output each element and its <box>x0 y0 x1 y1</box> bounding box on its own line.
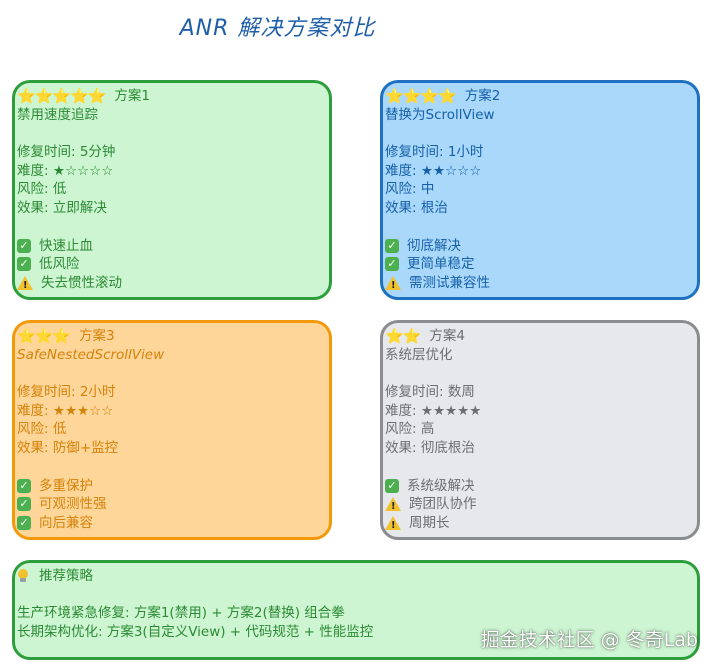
warning-icon <box>385 275 401 296</box>
plan-header: ⭐⭐⭐⭐⭐ 方案1 <box>17 87 329 106</box>
point-text: 向后兼容 <box>39 514 93 531</box>
difficulty-stars: ★★★☆☆ <box>52 402 114 419</box>
point-text: 快速止血 <box>39 237 93 254</box>
point-text: 可观测性强 <box>39 496 107 513</box>
point-text: 失去惯性滚动 <box>41 274 122 291</box>
point-text: 周期长 <box>409 514 450 531</box>
plan-point: 需测试兼容性 <box>385 274 697 296</box>
plan-risk: 风险: 低 <box>17 421 67 438</box>
plan-name: 禁用速度追踪 <box>17 106 98 123</box>
plan-card-1: ⭐⭐⭐⭐⭐ 方案1 禁用速度追踪 修复时间: 5分钟 难度: ★☆☆☆☆ 风险:… <box>12 80 332 300</box>
plan-card-3: ⭐⭐⭐ 方案3 SafeNestedScrollView 修复时间: 2小时 难… <box>12 320 332 540</box>
warning-icon <box>385 515 401 536</box>
plan-label: 方案4 <box>429 328 465 344</box>
recommend-heading: 推荐策略 <box>39 568 93 584</box>
plan-point: ✓ 向后兼容 <box>17 514 329 533</box>
plan-label: 方案3 <box>79 328 115 344</box>
rating-stars-icon: ⭐⭐⭐⭐⭐ <box>17 87 106 105</box>
rating-stars-icon: ⭐⭐ <box>385 327 421 345</box>
plan-name: 替换为ScrollView <box>385 106 495 123</box>
check-icon: ✓ <box>385 257 399 272</box>
point-text: 彻底解决 <box>407 237 461 254</box>
plan-effect: 效果: 根治 <box>385 200 448 217</box>
point-text: 低风险 <box>39 256 80 273</box>
plan-risk: 风险: 高 <box>385 421 435 438</box>
plan-header: ⭐⭐⭐ 方案3 <box>17 327 329 346</box>
watermark: 掘金技术社区 @ 冬奇Lab <box>480 629 698 651</box>
plan-point: ✓ 彻底解决 <box>385 237 697 256</box>
recommend-header: 推荐策略 <box>17 567 697 586</box>
rating-stars-icon: ⭐⭐⭐⭐ <box>385 87 457 105</box>
plan-header: ⭐⭐⭐⭐ 方案2 <box>385 87 697 106</box>
plan-label: 方案2 <box>464 88 501 104</box>
lightbulb-icon <box>17 569 29 583</box>
check-icon: ✓ <box>385 478 399 493</box>
plan-card-2: ⭐⭐⭐⭐ 方案2 替换为ScrollView 修复时间: 1小时 难度: ★★☆… <box>380 80 700 300</box>
difficulty-label: 难度: <box>17 162 53 179</box>
plan-difficulty: 难度: ★★★★★ <box>385 402 697 421</box>
plan-point: ✓ 快速止血 <box>17 237 329 256</box>
check-icon: ✓ <box>17 257 31 272</box>
recommend-line-2: 长期架构优化: 方案3(自定义View) + 代码规范 + 性能监控 <box>17 624 374 641</box>
plan-header: ⭐⭐ 方案4 <box>385 327 697 346</box>
plan-name: 系统层优化 <box>385 346 453 363</box>
difficulty-label: 难度: <box>17 402 53 419</box>
difficulty-label: 难度: <box>385 402 421 419</box>
rating-stars-icon: ⭐⭐⭐ <box>17 327 71 345</box>
plan-effect: 效果: 彻底根治 <box>385 440 475 457</box>
plan-point: 失去惯性滚动 <box>17 274 329 296</box>
plan-time: 修复时间: 数周 <box>385 384 475 401</box>
plan-time: 修复时间: 2小时 <box>17 384 116 401</box>
point-text: 多重保护 <box>39 477 93 494</box>
point-text: 更简单稳定 <box>407 256 475 273</box>
point-text: 需测试兼容性 <box>409 274 490 291</box>
plan-point: 跨团队协作 <box>385 495 697 517</box>
plan-difficulty: 难度: ★★☆☆☆ <box>385 162 697 181</box>
plan-difficulty: 难度: ★☆☆☆☆ <box>17 162 329 181</box>
check-icon: ✓ <box>17 238 31 253</box>
plan-risk: 风险: 低 <box>17 181 67 198</box>
warning-icon <box>17 275 33 296</box>
plan-time: 修复时间: 1小时 <box>385 144 484 161</box>
plan-point: ✓ 系统级解决 <box>385 477 697 496</box>
page-title: ANR 解决方案对比 <box>179 16 376 41</box>
check-icon: ✓ <box>17 515 31 530</box>
plan-point: ✓ 低风险 <box>17 255 329 274</box>
plan-point: ✓ 多重保护 <box>17 477 329 496</box>
difficulty-stars: ★★☆☆☆ <box>420 162 482 179</box>
check-icon: ✓ <box>17 478 31 493</box>
recommend-line-1: 生产环境紧急修复: 方案1(禁用) + 方案2(替换) 组合拳 <box>17 605 345 622</box>
recommend-card: 推荐策略 生产环境紧急修复: 方案1(禁用) + 方案2(替换) 组合拳 长期架… <box>12 560 700 660</box>
check-icon: ✓ <box>385 238 399 253</box>
plan-card-4: ⭐⭐ 方案4 系统层优化 修复时间: 数周 难度: ★★★★★ 风险: 高 效果… <box>380 320 700 540</box>
warning-icon <box>385 497 401 517</box>
difficulty-label: 难度: <box>385 162 421 179</box>
check-icon: ✓ <box>17 497 31 512</box>
point-text: 系统级解决 <box>407 477 475 494</box>
plan-difficulty: 难度: ★★★☆☆ <box>17 402 329 421</box>
plan-effect: 效果: 防御+监控 <box>17 440 119 457</box>
point-text: 跨团队协作 <box>409 496 477 513</box>
plan-point: ✓ 更简单稳定 <box>385 255 697 274</box>
plan-point: 周期长 <box>385 514 697 536</box>
plan-name: SafeNestedScrollView <box>17 346 165 363</box>
plan-time: 修复时间: 5分钟 <box>17 144 116 161</box>
plan-effect: 效果: 立即解决 <box>17 200 107 217</box>
plan-risk: 风险: 中 <box>385 181 435 198</box>
plan-label: 方案1 <box>114 88 150 104</box>
difficulty-stars: ★★★★★ <box>420 402 482 419</box>
difficulty-stars: ★☆☆☆☆ <box>52 162 114 179</box>
plan-point: ✓ 可观测性强 <box>17 495 329 514</box>
